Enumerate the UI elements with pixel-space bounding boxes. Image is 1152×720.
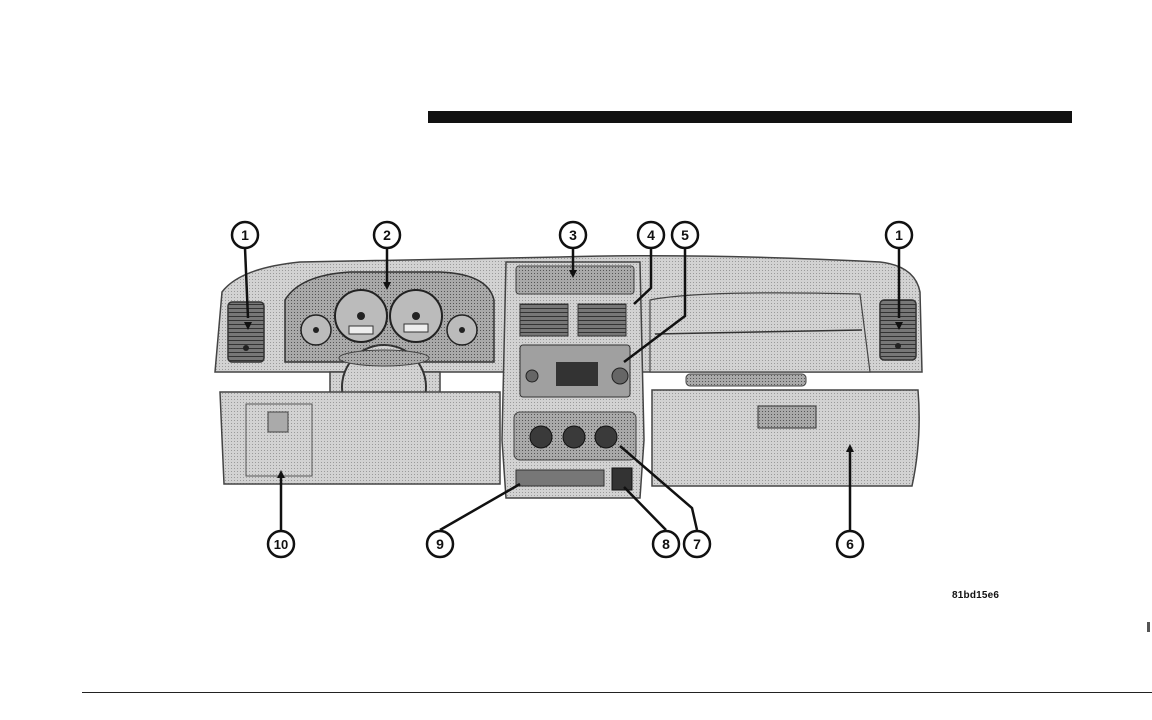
callout-7: 7 bbox=[684, 531, 710, 557]
callout-6-label: 6 bbox=[846, 536, 854, 552]
callout-5-label: 5 bbox=[681, 227, 689, 243]
callout-3-label: 3 bbox=[569, 227, 577, 243]
callout-1-left: 1 bbox=[232, 222, 258, 248]
passenger-upper-panel bbox=[650, 293, 870, 386]
callout-2-label: 2 bbox=[383, 227, 391, 243]
callout-8: 8 bbox=[653, 531, 679, 557]
callout-4-label: 4 bbox=[647, 227, 655, 243]
callout-7-label: 7 bbox=[693, 536, 701, 552]
callout-9: 9 bbox=[427, 531, 453, 557]
left-air-vent bbox=[228, 302, 264, 362]
callout-2: 2 bbox=[374, 222, 400, 248]
callout-8-label: 8 bbox=[662, 536, 670, 552]
callout-5: 5 bbox=[672, 222, 698, 248]
callout-6: 6 bbox=[837, 531, 863, 557]
callout-10-label: 10 bbox=[274, 537, 288, 552]
callout-1-right-label: 1 bbox=[895, 227, 903, 243]
callout-4: 4 bbox=[638, 222, 664, 248]
callout-10: 10 bbox=[268, 531, 294, 557]
callout-9-label: 9 bbox=[436, 536, 444, 552]
glove-box bbox=[652, 390, 919, 486]
lower-left-panel bbox=[220, 392, 500, 484]
callout-3: 3 bbox=[560, 222, 586, 248]
page-edge-mark bbox=[1147, 622, 1150, 632]
footer-rule bbox=[82, 692, 1152, 693]
callout-1-left-label: 1 bbox=[241, 227, 249, 243]
callout-1-right: 1 bbox=[886, 222, 912, 248]
center-stack bbox=[502, 262, 644, 498]
figure-code: 81bd15e6 bbox=[952, 590, 999, 601]
